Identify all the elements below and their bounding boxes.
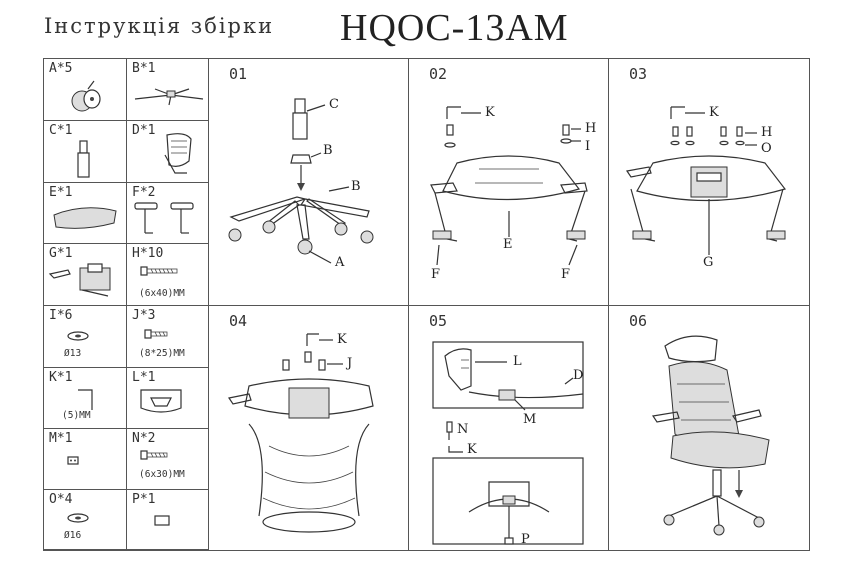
part-cell-c: C*1 xyxy=(44,121,127,183)
part-cell-o: O*4 Ø16 xyxy=(44,490,127,550)
step-06-panel: 06 xyxy=(609,306,809,550)
star-base-icon xyxy=(134,88,204,106)
part-tag: K xyxy=(709,105,719,120)
step-03-panel: 03 K H O G xyxy=(609,59,809,306)
part-tag: G xyxy=(703,255,714,270)
part-tag: O xyxy=(761,141,772,156)
assembly-sheet: A*5 B*1 C*1 xyxy=(43,58,810,551)
part-cell-i: I*6 Ø13 xyxy=(44,306,127,368)
part-label: M*1 xyxy=(49,431,73,446)
part-cell-p: P*1 xyxy=(127,490,209,550)
part-label: K*1 xyxy=(49,370,73,385)
part-label: J*3 xyxy=(132,308,156,323)
step-04-panel: 04 K J xyxy=(209,306,409,550)
part-label: E*1 xyxy=(49,185,73,200)
part-label: C*1 xyxy=(49,123,73,138)
part-label: P*1 xyxy=(132,492,156,507)
part-cell-e: E*1 xyxy=(44,183,127,244)
backrest-icon xyxy=(164,133,192,174)
parts-list: A*5 B*1 C*1 xyxy=(44,59,209,550)
step-02-panel: 02 K H I E F F xyxy=(409,59,609,306)
part-cell-h: H*10 (6x40)MM xyxy=(127,244,209,306)
part-label: D*1 xyxy=(132,123,156,138)
part-tag: A xyxy=(335,255,345,270)
part-label: F*2 xyxy=(132,185,156,200)
step-number: 06 xyxy=(629,312,648,330)
armrest-icon xyxy=(134,202,194,234)
part-size: (8*25)MM xyxy=(139,348,185,359)
gas-cylinder-icon xyxy=(77,140,90,178)
part-tag: J xyxy=(347,356,353,371)
part-tag: H xyxy=(761,125,773,140)
part-label: G*1 xyxy=(49,246,73,261)
part-size: Ø13 xyxy=(64,348,82,359)
part-tag: I xyxy=(585,139,591,154)
step-01-panel: 01 C B B xyxy=(209,59,409,306)
part-label: B*1 xyxy=(132,61,156,76)
part-tag: D xyxy=(573,368,584,383)
part-tag: K xyxy=(467,442,477,457)
part-tag: B xyxy=(323,143,333,158)
part-tag: P xyxy=(521,532,530,547)
headrest-bracket-icon xyxy=(140,389,182,413)
part-label: I*6 xyxy=(49,308,73,323)
cover-icon xyxy=(154,515,170,526)
cap-icon xyxy=(67,456,79,465)
mechanism-install-illustration xyxy=(625,106,787,255)
part-cell-b: B*1 xyxy=(127,59,209,121)
part-tag: F xyxy=(431,267,441,282)
part-cell-d: D*1 xyxy=(127,121,209,183)
part-cell-n: N*2 (6x30)MM xyxy=(127,429,209,490)
part-size: Ø16 xyxy=(64,530,82,541)
bolt-icon xyxy=(140,450,168,460)
seat-armrest-illustration xyxy=(430,106,588,266)
part-cell-j: J*3 (8*25)MM xyxy=(127,306,209,368)
finished-chair-illustration xyxy=(651,335,770,536)
washer-icon xyxy=(67,513,89,523)
part-tag: L xyxy=(513,354,522,369)
headrest-install-illustration xyxy=(432,341,584,545)
part-size: (6x40)MM xyxy=(139,288,185,299)
part-size: (6x30)MM xyxy=(139,469,185,480)
part-size: (5)MM xyxy=(62,410,91,421)
part-label: H*10 xyxy=(132,246,164,261)
step-number: 04 xyxy=(229,312,248,330)
part-label: A*5 xyxy=(49,61,73,76)
mechanism-icon xyxy=(48,263,111,297)
caster-wheel-icon xyxy=(71,80,101,112)
part-tag: K xyxy=(337,332,347,347)
step-number: 05 xyxy=(429,312,448,330)
part-tag: M xyxy=(523,412,537,427)
part-label: N*2 xyxy=(132,431,156,446)
part-label: L*1 xyxy=(132,370,156,385)
step-number: 03 xyxy=(629,65,648,83)
bolt-icon xyxy=(140,266,178,276)
washer-icon xyxy=(67,331,89,341)
part-tag: H xyxy=(585,121,597,136)
part-cell-f: F*2 xyxy=(127,183,209,244)
part-cell-a: A*5 xyxy=(44,59,127,121)
step-number: 02 xyxy=(429,65,448,83)
part-tag: N xyxy=(457,422,469,437)
part-cell-m: M*1 xyxy=(44,429,127,490)
part-label: O*4 xyxy=(49,492,73,507)
part-tag: F xyxy=(561,267,571,282)
part-tag: B xyxy=(351,179,361,194)
step-number: 01 xyxy=(229,65,248,83)
base-assembly-illustration xyxy=(228,98,374,264)
part-cell-l: L*1 xyxy=(127,368,209,429)
backrest-frame-illustration xyxy=(228,333,374,533)
part-cell-g: G*1 xyxy=(44,244,127,306)
instruction-subtitle: Інструкція збірки xyxy=(44,14,275,38)
step-05-panel: 05 L D M N K P xyxy=(409,306,609,550)
part-tag: E xyxy=(503,237,513,252)
part-tag: K xyxy=(485,105,495,120)
part-tag: C xyxy=(329,97,339,112)
allen-key-icon xyxy=(78,389,93,410)
bolt-icon xyxy=(144,329,168,339)
model-title: HQOC-13AM xyxy=(340,7,569,49)
part-cell-k: K*1 (5)MM xyxy=(44,368,127,429)
seat-cushion-icon xyxy=(53,207,117,229)
